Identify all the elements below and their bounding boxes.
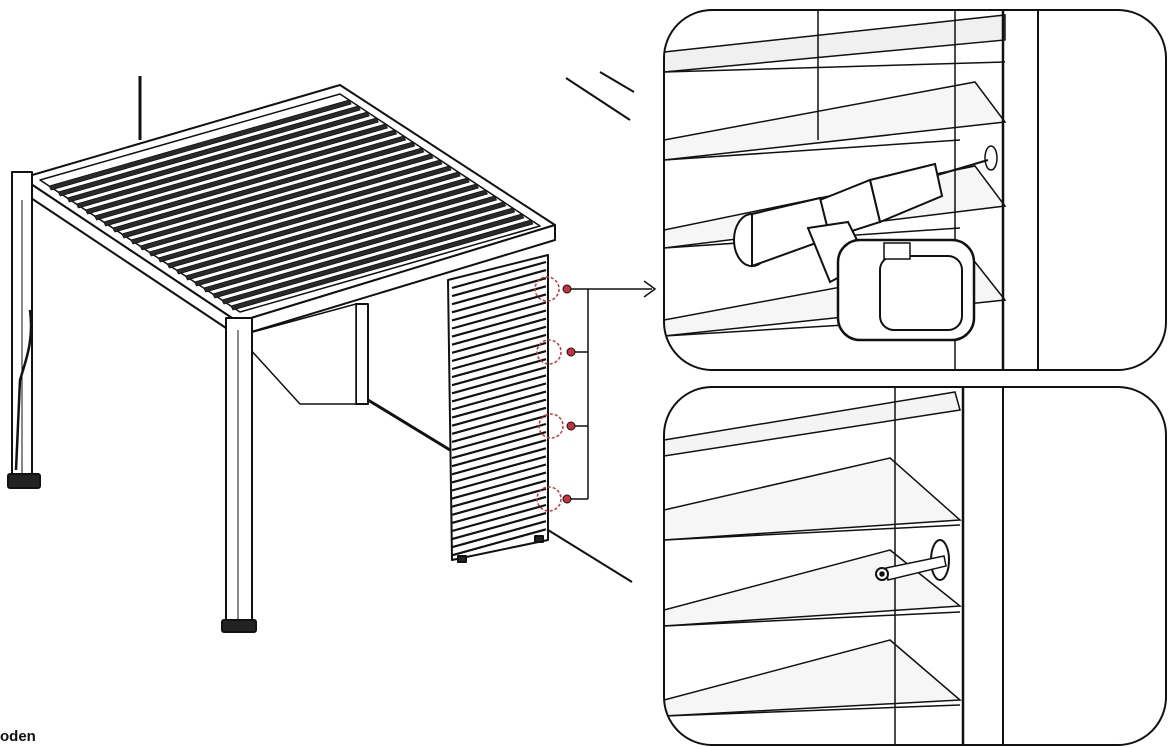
- wall-slat: [451, 285, 547, 314]
- post-front: [225, 317, 253, 627]
- roof-louver: [175, 183, 479, 275]
- wall-slat: [451, 269, 547, 298]
- wall-slat: [451, 398, 547, 427]
- detail-panel-screw: [663, 386, 1167, 746]
- roof-louvers: [48, 99, 534, 311]
- wall-slat: [451, 422, 547, 452]
- wall-slat: [451, 382, 547, 411]
- wall-slat: [451, 390, 547, 419]
- roof-louver: [112, 141, 416, 233]
- screw-icon: [875, 539, 950, 581]
- roof-louver: [203, 201, 507, 293]
- wall-slat: [451, 374, 547, 403]
- wall-slat: [451, 463, 547, 492]
- wall-slat: [451, 366, 547, 395]
- roof-louver: [148, 165, 452, 257]
- roof-louver: [130, 153, 434, 245]
- wall-slat: [451, 431, 547, 460]
- roof-louver: [85, 123, 388, 215]
- wall-slat: [451, 471, 547, 500]
- pergola-illustration: [7, 71, 635, 633]
- roof-louver: [48, 99, 352, 191]
- detail-panel-drilling: [663, 9, 1167, 371]
- wall-slat: [451, 414, 547, 443]
- fastener-markers: [534, 276, 576, 512]
- wall-slat: [451, 479, 547, 508]
- wall-slat: [451, 260, 547, 290]
- wall-slat: [451, 520, 547, 549]
- roof-louver: [139, 159, 443, 251]
- wall-slat: [451, 341, 547, 371]
- wall-slat: [451, 406, 547, 435]
- wall-slat: [451, 495, 547, 524]
- roof-louver: [212, 207, 516, 299]
- caption-text: oden: [0, 728, 36, 745]
- wall-slat: [451, 447, 547, 476]
- wall-slat: [451, 439, 547, 468]
- wall-slat: [451, 333, 547, 362]
- wall-slat: [451, 301, 547, 330]
- roof-louver: [230, 219, 534, 311]
- wall-slat: [451, 317, 547, 346]
- wall-slat: [451, 512, 547, 541]
- wall-slat: [451, 358, 547, 387]
- roof-louver: [221, 213, 525, 305]
- roof-louver: [185, 189, 488, 281]
- roof-louver: [66, 111, 370, 203]
- wall-slat: [451, 350, 547, 379]
- roof-louver: [121, 147, 425, 239]
- wall-slat: [451, 325, 547, 354]
- post-foot-front: [221, 619, 257, 633]
- arrow-right-icon: [643, 280, 657, 298]
- roof-louver: [166, 177, 470, 269]
- drill-icon: [733, 159, 989, 342]
- roof-louver: [194, 195, 497, 287]
- wall-slat: [451, 309, 547, 338]
- roof-louver: [103, 135, 407, 227]
- callout-connector: [571, 280, 657, 500]
- wall-slat: [451, 293, 547, 322]
- wall-slat: [451, 455, 547, 484]
- wall-slat: [451, 487, 547, 516]
- wall-slat: [451, 528, 547, 557]
- post-back-center: [355, 303, 369, 405]
- wall-slat: [451, 277, 547, 306]
- roof-louver: [57, 105, 361, 197]
- roof-louver: [75, 117, 379, 209]
- wall-slat: [451, 503, 547, 533]
- roof-louver: [94, 129, 397, 221]
- post-foot: [7, 473, 41, 489]
- roof-louver: [157, 171, 461, 263]
